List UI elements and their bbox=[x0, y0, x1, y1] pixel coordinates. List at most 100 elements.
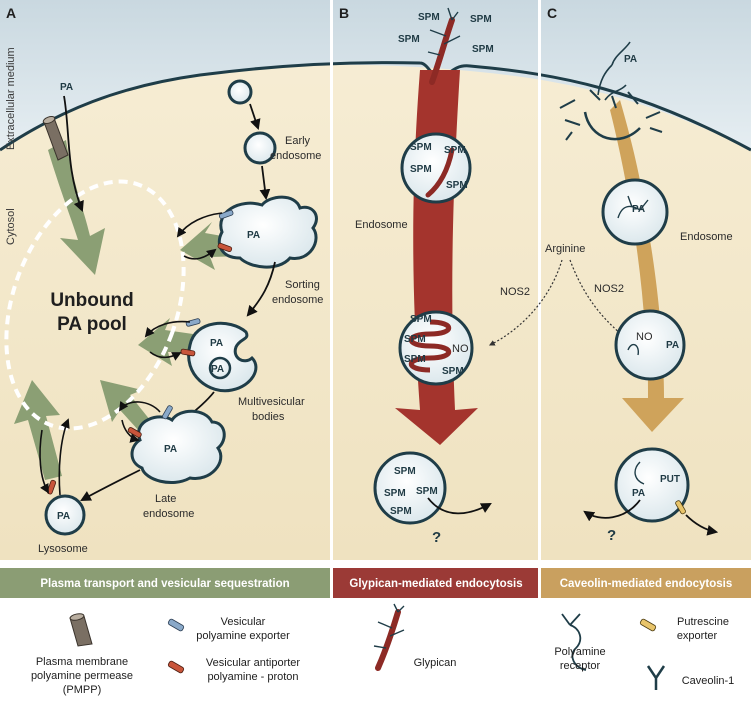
band-b bbox=[333, 568, 538, 598]
panel-a: Unbound PA pool PA Early endosome PA Sor… bbox=[4, 79, 323, 555]
putrescine-exporter-c bbox=[675, 500, 686, 515]
endosome-label-b: Endosome bbox=[355, 219, 408, 231]
legend: Plasma membrane polyamine permease (PMPP… bbox=[0, 598, 751, 701]
antiporter-mvb bbox=[180, 348, 196, 357]
cleaved-spm-1: SPM bbox=[410, 314, 432, 325]
arrow-lysosome-export bbox=[58, 418, 70, 496]
pool-label-line2: PA pool bbox=[57, 314, 127, 335]
legend-glypican-label: Glypican bbox=[414, 657, 457, 669]
legend-pmpp-line3: (PMPP) bbox=[63, 684, 102, 696]
exporting-endosome bbox=[614, 447, 690, 523]
exporter-sorting bbox=[218, 209, 234, 220]
pa-c-endosome: PA bbox=[632, 204, 645, 215]
budding-vesicle bbox=[227, 79, 253, 105]
nos2-label-b: NOS2 bbox=[500, 286, 530, 298]
panel-label-b: B bbox=[339, 5, 349, 21]
cleaved-spm-2: SPM bbox=[404, 334, 426, 345]
early-endosome-label-1: Early bbox=[285, 135, 311, 147]
pmpp-channel bbox=[42, 116, 69, 161]
sorting-endosome bbox=[217, 195, 318, 269]
pa-mvb-inner: PA bbox=[211, 364, 224, 375]
arrow-spm-export bbox=[427, 497, 492, 515]
band-c bbox=[541, 568, 751, 598]
arrow-to-early-endosome bbox=[249, 103, 261, 131]
pa-c-export: PA bbox=[632, 488, 645, 499]
legend-exporter-icon bbox=[167, 618, 185, 632]
late-endosome-label-1: Late bbox=[155, 493, 176, 505]
late-endosome-label-2: endosome bbox=[143, 508, 194, 520]
spm-label-4: SPM bbox=[472, 44, 494, 55]
caveolin-endosome bbox=[601, 178, 669, 246]
no-label-c: NO bbox=[636, 331, 653, 343]
band-a-label: Plasma transport and vesicular sequestra… bbox=[40, 578, 289, 590]
legend-receptor-line2: receptor bbox=[560, 660, 601, 672]
lysosome bbox=[44, 494, 86, 536]
spm-label-2: SPM bbox=[470, 14, 492, 25]
panel-c: PA PA Endosome Arginine NOS2 NO PA PA PU… bbox=[488, 41, 733, 544]
divider-ab bbox=[330, 0, 333, 560]
legend-exporter-line1: Vesicular bbox=[221, 616, 266, 628]
pa-mvb: PA bbox=[210, 338, 223, 349]
band-a bbox=[0, 568, 330, 598]
legend-putrescine-icon bbox=[639, 618, 657, 632]
glypican-in-endosome bbox=[425, 147, 455, 198]
endosome-spm-2: SPM bbox=[444, 145, 466, 156]
arrow-pa-export-c bbox=[583, 499, 641, 522]
endosome-spm-4: SPM bbox=[446, 180, 468, 191]
legend-putrescine-line1: Putrescine bbox=[677, 616, 729, 628]
legend-glypican-icon bbox=[373, 603, 405, 671]
mvb-label-1: Multivesicular bbox=[238, 396, 305, 408]
released-spm-endosome bbox=[373, 451, 447, 525]
dotted-arrow-to-b bbox=[488, 259, 563, 346]
released-spm-4: SPM bbox=[390, 506, 412, 517]
legend-caveolin-label: Caveolin-1 bbox=[682, 675, 735, 687]
mvb-inner-vesicle bbox=[208, 356, 232, 380]
pool-label-line1: Unbound bbox=[50, 290, 133, 311]
receptor-in-endosome bbox=[617, 195, 649, 219]
band-b-label: Glypican-mediated endocytosis bbox=[349, 578, 522, 590]
pa-c-no: PA bbox=[666, 340, 679, 351]
exporter-mvb bbox=[185, 318, 201, 327]
nos2-label-c: NOS2 bbox=[594, 283, 624, 295]
early-endosome bbox=[243, 131, 277, 165]
arrow-mvb-export bbox=[144, 320, 191, 338]
sorting-endosome-label-1: Sorting bbox=[285, 279, 320, 291]
plasma-membrane bbox=[0, 61, 751, 152]
legend-antiporter-icon bbox=[167, 660, 185, 674]
extracellular-label: Extracellular medium bbox=[5, 47, 17, 150]
arrow-late-export bbox=[118, 400, 161, 413]
extracellular-region bbox=[0, 0, 751, 150]
pa-late-endosome: PA bbox=[164, 444, 177, 455]
pa-sorting-endosome: PA bbox=[247, 230, 260, 241]
arrow-pa-into-cell bbox=[63, 95, 84, 213]
legend-receptor-line1: Polyamine bbox=[554, 646, 605, 658]
arginine-label: Arginine bbox=[545, 243, 585, 255]
legend-caveolin-icon bbox=[646, 665, 666, 690]
late-endosome bbox=[130, 409, 226, 484]
antiporter-sorting bbox=[217, 242, 233, 253]
no-label-b: NO bbox=[452, 343, 469, 355]
unbound-pa-pool-boundary bbox=[4, 179, 186, 431]
panel-b: SPM SPM SPM SPM SPM SPM SPM SPM Endosome… bbox=[355, 7, 530, 546]
glypican-at-membrane bbox=[427, 7, 461, 85]
arrow-sorting-import bbox=[183, 248, 217, 260]
receptor-no bbox=[627, 343, 640, 356]
cleaved-spm-3: SPM bbox=[404, 354, 426, 365]
coiled-glypican bbox=[408, 319, 452, 373]
arrow-to-lysosome bbox=[80, 469, 141, 502]
arrow-late-import bbox=[121, 419, 140, 443]
divider-bc bbox=[538, 0, 541, 560]
lysosome-label: Lysosome bbox=[38, 543, 88, 555]
early-endosome-label-2: endosome bbox=[270, 150, 321, 162]
arrow-put-export bbox=[685, 514, 719, 536]
pa-lysosome: PA bbox=[57, 511, 70, 522]
legend-putrescine-line2: exporter bbox=[677, 630, 718, 642]
spm-label-1: SPM bbox=[418, 12, 440, 23]
receptor-export bbox=[634, 461, 645, 485]
cleaved-spm-4: SPM bbox=[442, 366, 464, 377]
no-caveolin-endosome bbox=[614, 309, 686, 381]
antiporter-lysosome bbox=[46, 479, 57, 495]
sorting-endosome-label-2: endosome bbox=[272, 294, 323, 306]
pa-caveola: PA bbox=[624, 54, 637, 65]
